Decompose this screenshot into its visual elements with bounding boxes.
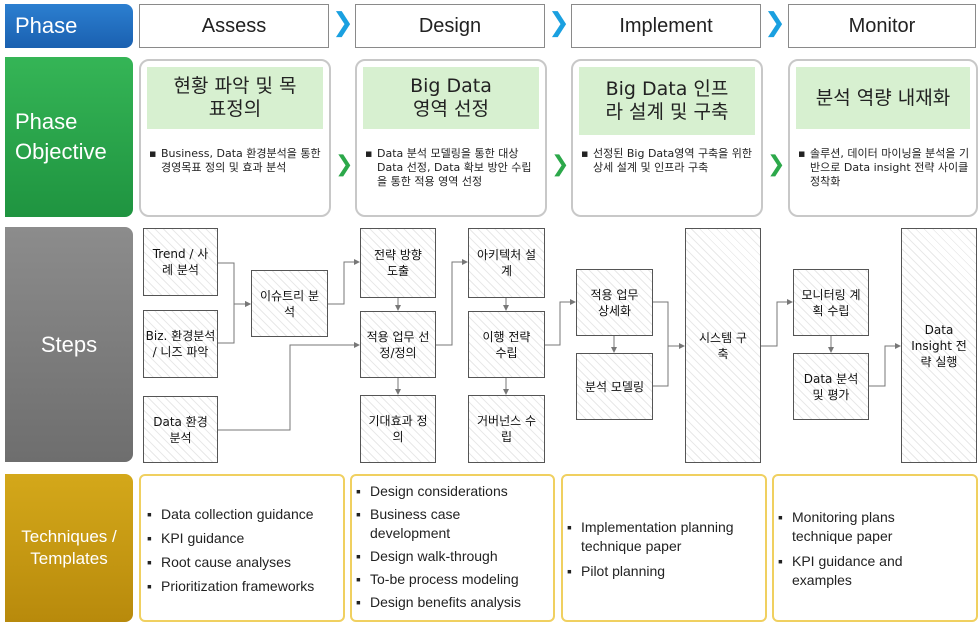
row-label-steps: Steps <box>5 227 133 462</box>
phase-monitor-label: Monitor <box>848 14 916 37</box>
technique-item: ▪KPI guidance <box>147 530 245 546</box>
technique-item: ▪Prioritization frameworks <box>147 578 315 594</box>
step-label: Data Insight 전략 실행 <box>911 322 967 369</box>
step-label: 거버넌스 수립 <box>476 414 536 444</box>
step-architecture: 아키텍처 설계 <box>468 228 545 298</box>
step-modeling: 분석 모델링 <box>576 353 653 420</box>
step-expected: 기대효과 정의 <box>360 395 436 463</box>
objective-card-implement: Big Data 인프라 설계 및 구축 ▪선정된 Big Data영역 구축을… <box>571 59 763 217</box>
step-label: Trend / 사례 분석 <box>152 247 209 277</box>
step-insight: Data Insight 전략 실행 <box>901 228 977 463</box>
phase-monitor: Monitor <box>788 4 976 48</box>
objective-text: ▪선정된 Big Data영역 구축을 위한 상세 설계 및 인프라 구축 <box>581 147 753 174</box>
phase-assess: Assess <box>139 4 329 48</box>
phase-design: Design <box>355 4 545 48</box>
technique-item: ▪Pilot planning <box>567 563 666 579</box>
step-system: 시스템 구축 <box>685 228 761 463</box>
step-label: 이슈트리 분석 <box>259 288 319 319</box>
chevron-right-icon: ❯ <box>764 8 786 38</box>
technique-item: ▪Design considerations <box>356 483 508 499</box>
technique-item: ▪Business case development <box>356 506 461 541</box>
technique-item: ▪Design benefits analysis <box>356 594 521 610</box>
chevron-right-icon: ❯ <box>335 152 354 177</box>
step-label: 시스템 구축 <box>699 330 747 361</box>
objective-card-design: Big Data 영역 선정 ▪Data 분석 모델링을 통한 대상 Data … <box>355 59 547 217</box>
row-label-techniques: Techniques / Templates <box>5 474 133 622</box>
step-biz: Biz. 환경분석 / 니즈 파악 <box>143 310 218 378</box>
step-select: 적용 업무 선정/정의 <box>360 311 436 378</box>
techniques-design: ▪Design considerations ▪Business case de… <box>350 474 555 622</box>
row-label-objective: Phase Objective <box>5 57 133 217</box>
step-evaluate: Data 분석 및 평가 <box>793 353 869 420</box>
phase-design-label: Design <box>418 14 482 37</box>
technique-item: ▪Root cause analyses <box>147 554 291 570</box>
phase-implement-label: Implement <box>619 14 713 37</box>
objective-card-monitor: 분석 역량 내재화 ▪솔루션, 데이터 마이닝을 분석을 기반으로 Data i… <box>788 59 978 217</box>
step-label: Data 환경분석 <box>153 414 208 445</box>
chevron-right-icon: ❯ <box>548 8 570 38</box>
techniques-assess: ▪Data collection guidance ▪KPI guidance … <box>139 474 345 622</box>
phase-assess-label: Assess <box>201 14 267 37</box>
technique-item: ▪Data collection guidance <box>147 506 314 522</box>
step-label: 아키텍처 설계 <box>476 248 536 278</box>
objective-title: 분석 역량 내재화 <box>796 67 970 129</box>
objective-title: Big Data 영역 선정 <box>363 67 539 129</box>
chevron-right-icon: ❯ <box>332 8 354 38</box>
step-detail: 적용 업무 상세화 <box>576 269 653 336</box>
objective-text: ▪솔루션, 데이터 마이닝을 분석을 기반으로 Data insight 전략 … <box>798 147 970 188</box>
step-strategy: 전략 방향 도출 <box>360 228 436 298</box>
objective-title: 현황 파악 및 목표정의 <box>147 67 323 129</box>
step-label: 이행 전략 수립 <box>482 329 531 360</box>
step-issue-tree: 이슈트리 분석 <box>251 270 328 337</box>
techniques-monitor: ▪Monitoring plans technique paper ▪KPI g… <box>772 474 978 622</box>
row-label-objective-text: Phase Objective <box>15 109 107 164</box>
step-label: 기대효과 정의 <box>368 414 428 444</box>
step-label: Biz. 환경분석 / 니즈 파악 <box>145 329 216 359</box>
techniques-implement: ▪Implementation planning technique paper… <box>561 474 767 622</box>
step-label: 적용 업무 상세화 <box>590 287 639 318</box>
step-trend: Trend / 사례 분석 <box>143 228 218 296</box>
chevron-right-icon: ❯ <box>551 152 570 177</box>
objective-text: ▪Data 분석 모델링을 통한 대상 Data 선정, Data 확보 방안 … <box>365 147 532 188</box>
technique-item: ▪Monitoring plans technique paper <box>778 509 895 544</box>
objective-title: Big Data 인프라 설계 및 구축 <box>579 67 755 135</box>
row-label-steps-text: Steps <box>40 331 98 357</box>
row-label-techniques-text: Techniques / Templates <box>21 527 117 568</box>
step-label: Data 분석 및 평가 <box>803 371 859 402</box>
step-migration: 이행 전략 수립 <box>468 311 545 378</box>
technique-item: ▪Design walk-through <box>356 548 498 564</box>
step-label: 분석 모델링 <box>584 379 644 394</box>
step-monitor-plan: 모니터링 계획 수립 <box>793 269 869 336</box>
objective-text: ▪Business, Data 환경분석을 통한 경영목표 정의 및 효과 분석 <box>149 147 321 174</box>
row-label-phase: Phase <box>5 4 133 48</box>
step-label: 적용 업무 선정/정의 <box>366 329 430 360</box>
step-governance: 거버넌스 수립 <box>468 395 545 463</box>
row-label-phase-text: Phase <box>15 13 78 38</box>
technique-item: ▪To-be process modeling <box>356 571 519 587</box>
technique-item: ▪Implementation planning technique paper <box>567 519 734 554</box>
chevron-right-icon: ❯ <box>767 152 786 177</box>
phase-implement: Implement <box>571 4 761 48</box>
technique-item: ▪KPI guidance and examples <box>778 553 903 588</box>
step-label: 전략 방향 도출 <box>374 248 422 278</box>
step-data-env: Data 환경분석 <box>143 396 218 463</box>
step-label: 모니터링 계획 수립 <box>801 287 861 318</box>
objective-card-assess: 현황 파악 및 목표정의 ▪Business, Data 환경분석을 통한 경영… <box>139 59 331 217</box>
